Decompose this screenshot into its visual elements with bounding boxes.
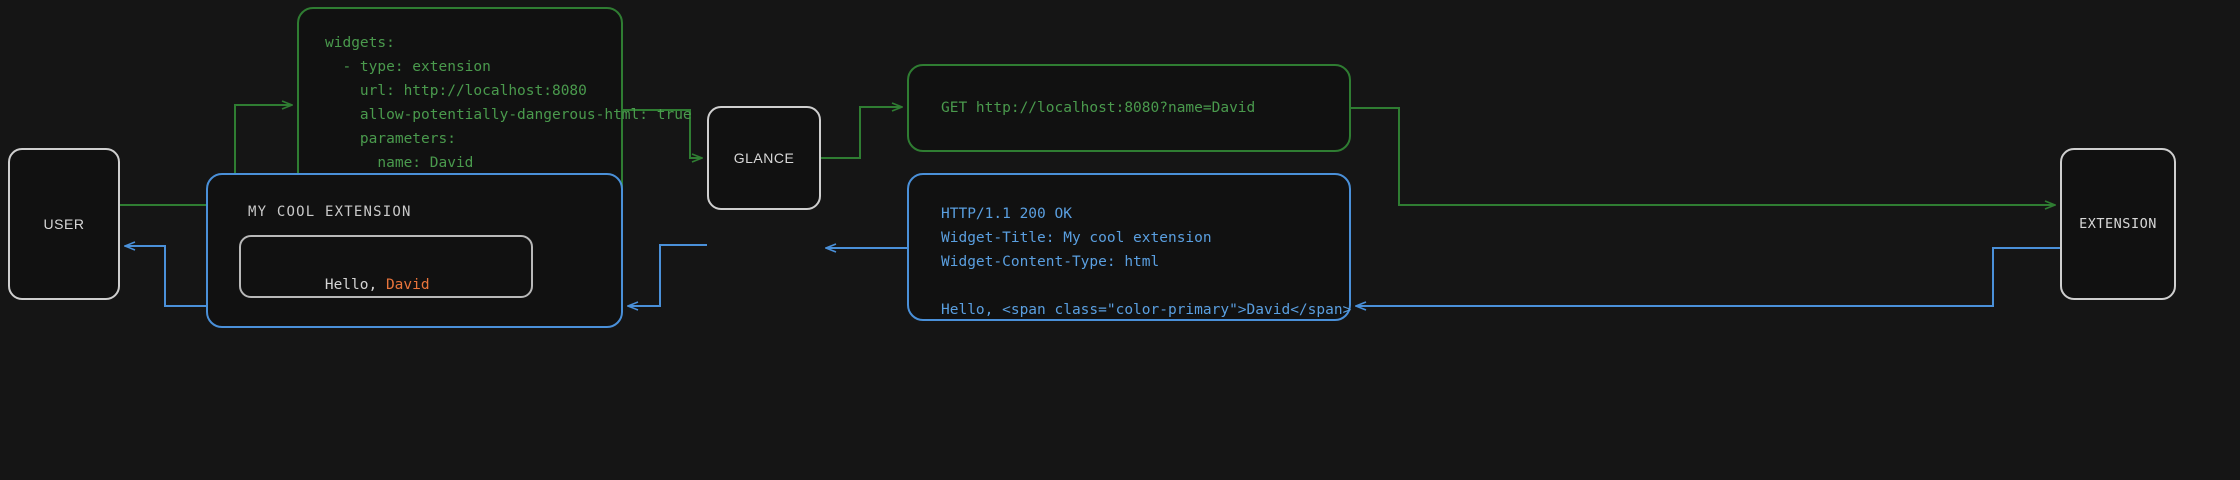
node-extension[interactable]: EXTENSION xyxy=(2060,148,2176,300)
rendered-widget-title: MY COOL EXTENSION xyxy=(248,204,412,220)
node-glance[interactable]: GLANCE xyxy=(707,106,821,210)
yaml-config-text: widgets: - type: extension url: http://l… xyxy=(325,35,692,171)
http-response-text: HTTP/1.1 200 OK Widget-Title: My cool ex… xyxy=(941,206,1352,318)
rendered-widget-card: Hello, David xyxy=(239,235,533,298)
rendered-widget-card-text: Hello, David xyxy=(255,261,430,309)
greeting-prefix: Hello, xyxy=(324,277,386,293)
greeting-accent-name: David xyxy=(385,277,430,293)
connector-widget-to-user xyxy=(126,246,206,307)
rendered-widget-box: MY COOL EXTENSION Hello, David xyxy=(206,173,623,328)
node-user-label: USER xyxy=(43,216,85,232)
http-request-text: GET http://localhost:8080?name=David xyxy=(941,100,1256,116)
node-glance-label: GLANCE xyxy=(733,150,795,166)
connector-request-to-extension xyxy=(1351,107,2054,205)
node-extension-label: EXTENSION xyxy=(2079,216,2157,232)
connector-glance-to-request xyxy=(821,107,901,159)
http-response-box: HTTP/1.1 200 OK Widget-Title: My cool ex… xyxy=(907,173,1351,321)
node-user[interactable]: USER xyxy=(8,148,120,300)
http-request-box: GET http://localhost:8080?name=David xyxy=(907,64,1351,152)
connector-glance-to-widget xyxy=(629,244,707,306)
yaml-config-box: widgets: - type: extension url: http://l… xyxy=(297,7,692,203)
connector-extension-to-response xyxy=(1357,247,2060,306)
